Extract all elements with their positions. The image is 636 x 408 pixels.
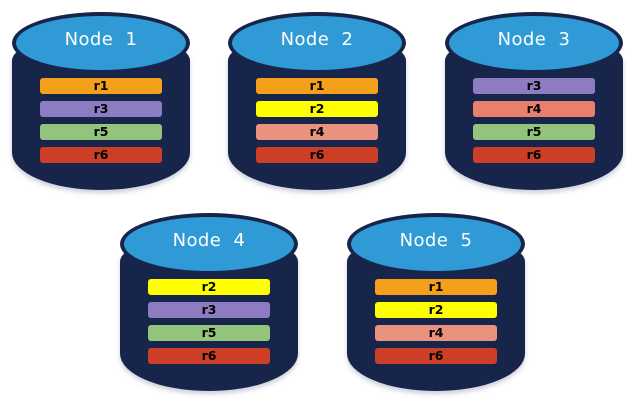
node-2-replica-list: r1 r2 r4 r6	[256, 78, 378, 163]
node-2-top-face	[232, 16, 402, 70]
node-2-top-rim: Node 2	[228, 12, 406, 74]
replica-bar-r4[interactable]: r4	[473, 101, 595, 117]
replica-bar-r2[interactable]: r2	[148, 279, 270, 295]
node-5-replica-list: r1 r2 r4 r6	[375, 279, 497, 364]
node-5-top-rim: Node 5	[347, 213, 525, 275]
replica-bar-r4[interactable]: r4	[375, 325, 497, 341]
replica-bar-r5[interactable]: r5	[148, 325, 270, 341]
replica-bar-r5[interactable]: r5	[40, 124, 162, 140]
node-2[interactable]: Node 2 r1 r2 r4 r6	[228, 12, 406, 190]
node-3-label: Node 3	[497, 29, 571, 50]
replica-bar-r3[interactable]: r3	[40, 101, 162, 117]
node-4-replica-list: r2 r3 r5 r6	[148, 279, 270, 364]
node-4-top-face	[124, 217, 294, 271]
replica-bar-r6[interactable]: r6	[148, 348, 270, 364]
node-2-label: Node 2	[280, 29, 354, 50]
node-4[interactable]: Node 4 r2 r3 r5 r6	[120, 213, 298, 391]
replica-bar-r6[interactable]: r6	[473, 147, 595, 163]
node-1-top-face	[16, 16, 186, 70]
replica-bar-r1[interactable]: r1	[375, 279, 497, 295]
node-1-label: Node 1	[64, 29, 138, 50]
replica-bar-r1[interactable]: r1	[40, 78, 162, 94]
node-5-top-face	[351, 217, 521, 271]
node-3-top-rim: Node 3	[445, 12, 623, 74]
replica-bar-r4[interactable]: r4	[256, 124, 378, 140]
node-4-top-rim: Node 4	[120, 213, 298, 275]
node-1-top-rim: Node 1	[12, 12, 190, 74]
replica-bar-r1[interactable]: r1	[256, 78, 378, 94]
replica-bar-r3[interactable]: r3	[148, 302, 270, 318]
node-1-replica-list: r1 r3 r5 r6	[40, 78, 162, 163]
node-3[interactable]: Node 3 r3 r4 r5 r6	[445, 12, 623, 190]
replica-bar-r6[interactable]: r6	[375, 348, 497, 364]
replica-bar-r2[interactable]: r2	[375, 302, 497, 318]
node-1[interactable]: Node 1 r1 r3 r5 r6	[12, 12, 190, 190]
node-3-replica-list: r3 r4 r5 r6	[473, 78, 595, 163]
replica-bar-r3[interactable]: r3	[473, 78, 595, 94]
node-3-top-face	[449, 16, 619, 70]
replica-bar-r6[interactable]: r6	[256, 147, 378, 163]
node-4-label: Node 4	[172, 230, 246, 251]
replica-bar-r6[interactable]: r6	[40, 147, 162, 163]
node-5-label: Node 5	[399, 230, 473, 251]
node-5[interactable]: Node 5 r1 r2 r4 r6	[347, 213, 525, 391]
replica-bar-r5[interactable]: r5	[473, 124, 595, 140]
replica-bar-r2[interactable]: r2	[256, 101, 378, 117]
